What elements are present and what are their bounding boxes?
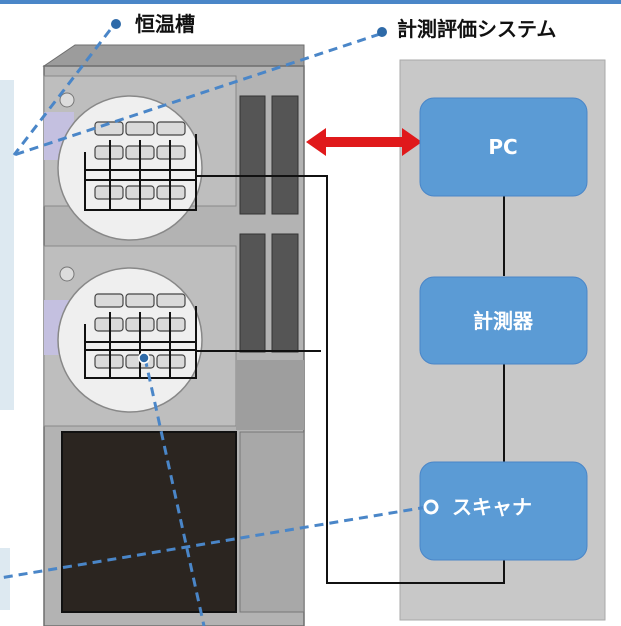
sensor-pointer-dot	[138, 352, 150, 364]
chamber-label: 恒温槽	[135, 12, 195, 36]
pc-label: PC	[488, 135, 517, 159]
scanner-pointer-ring	[423, 499, 439, 515]
system-pointer-dot	[377, 27, 387, 37]
instrument-box	[419, 276, 588, 365]
instrument-label: 計測器	[473, 309, 534, 333]
pointer-lines	[0, 29, 428, 626]
scanner-label: スキャナ	[452, 495, 532, 519]
system-label: 計測評価システム	[397, 17, 556, 41]
red-double-arrow	[306, 128, 422, 156]
top-accent-bar	[0, 0, 621, 4]
specimen-circle-top	[57, 95, 203, 241]
scanner-box	[419, 461, 588, 561]
left-info-panel-bottom	[0, 548, 10, 610]
wiring	[196, 175, 505, 584]
chamber-pointer-dot	[111, 19, 121, 29]
specimen-circle-bottom	[57, 267, 203, 413]
left-info-panel-top	[0, 80, 14, 410]
pc-box	[419, 97, 588, 197]
